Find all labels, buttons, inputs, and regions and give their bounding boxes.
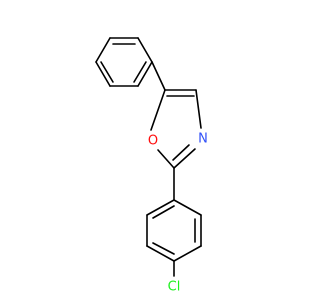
bond <box>173 245 202 262</box>
bond <box>172 144 190 161</box>
bond <box>173 148 196 169</box>
bond <box>146 245 175 262</box>
nitrogen-atom-label: N <box>198 132 208 147</box>
bond <box>173 199 202 216</box>
bond <box>195 89 202 129</box>
bond <box>133 61 147 83</box>
bond <box>152 242 175 255</box>
bond <box>146 199 175 216</box>
bond <box>150 89 166 131</box>
atom-labels: O N Cl <box>148 132 208 295</box>
bond <box>95 61 111 87</box>
bond <box>152 205 175 219</box>
bond <box>137 61 153 87</box>
bond <box>95 37 111 63</box>
bond <box>100 61 114 83</box>
bond <box>137 37 153 63</box>
bonds <box>95 37 202 277</box>
bond <box>151 61 166 91</box>
bond <box>157 149 175 169</box>
molecule-diagram: O N Cl <box>95 37 208 295</box>
oxygen-atom-label: O <box>148 134 158 149</box>
chlorine-atom-label: Cl <box>168 280 181 295</box>
